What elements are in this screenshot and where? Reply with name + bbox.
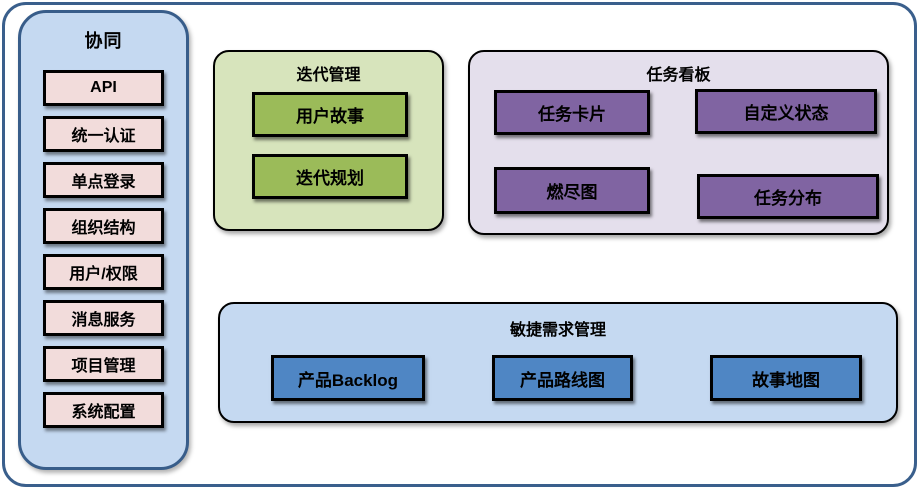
feature-product-backlog: 产品Backlog bbox=[271, 355, 425, 401]
sidebar-item-unified-auth: 统一认证 bbox=[43, 116, 164, 152]
feature-story-map: 故事地图 bbox=[710, 355, 862, 401]
collaboration-panel: 协同 API 统一认证 单点登录 组织结构 用户/权限 消息服务 项目管理 系统… bbox=[18, 10, 189, 470]
collaboration-panel-title: 协同 bbox=[84, 31, 123, 51]
iteration-management-panel: 迭代管理 用户故事 迭代规划 bbox=[213, 50, 444, 231]
feature-task-card: 任务卡片 bbox=[494, 90, 650, 135]
sidebar-item-project-mgmt: 项目管理 bbox=[43, 346, 164, 382]
feature-product-roadmap: 产品路线图 bbox=[492, 355, 633, 401]
feature-burndown-chart: 燃尽图 bbox=[494, 167, 650, 214]
feature-user-story: 用户故事 bbox=[252, 92, 408, 137]
sidebar-item-api: API bbox=[43, 70, 164, 106]
task-kanban-panel: 任务看板 任务卡片 自定义状态 燃尽图 任务分布 bbox=[468, 50, 889, 235]
feature-iteration-planning: 迭代规划 bbox=[252, 154, 408, 199]
requirements-panel-title: 敏捷需求管理 bbox=[509, 322, 606, 339]
sidebar-item-user-permission: 用户/权限 bbox=[43, 254, 164, 290]
feature-custom-status: 自定义状态 bbox=[695, 89, 877, 134]
collaboration-item-list: API 统一认证 单点登录 组织结构 用户/权限 消息服务 项目管理 系统配置 bbox=[21, 70, 186, 428]
agile-requirements-panel: 敏捷需求管理 产品Backlog 产品路线图 故事地图 bbox=[218, 302, 898, 423]
kanban-panel-title: 任务看板 bbox=[646, 67, 711, 84]
iteration-panel-title: 迭代管理 bbox=[296, 67, 361, 84]
sidebar-item-sso: 单点登录 bbox=[43, 162, 164, 198]
feature-task-distribution: 任务分布 bbox=[697, 174, 879, 219]
sidebar-item-message-service: 消息服务 bbox=[43, 300, 164, 336]
sidebar-item-org-structure: 组织结构 bbox=[43, 208, 164, 244]
sidebar-item-system-config: 系统配置 bbox=[43, 392, 164, 428]
